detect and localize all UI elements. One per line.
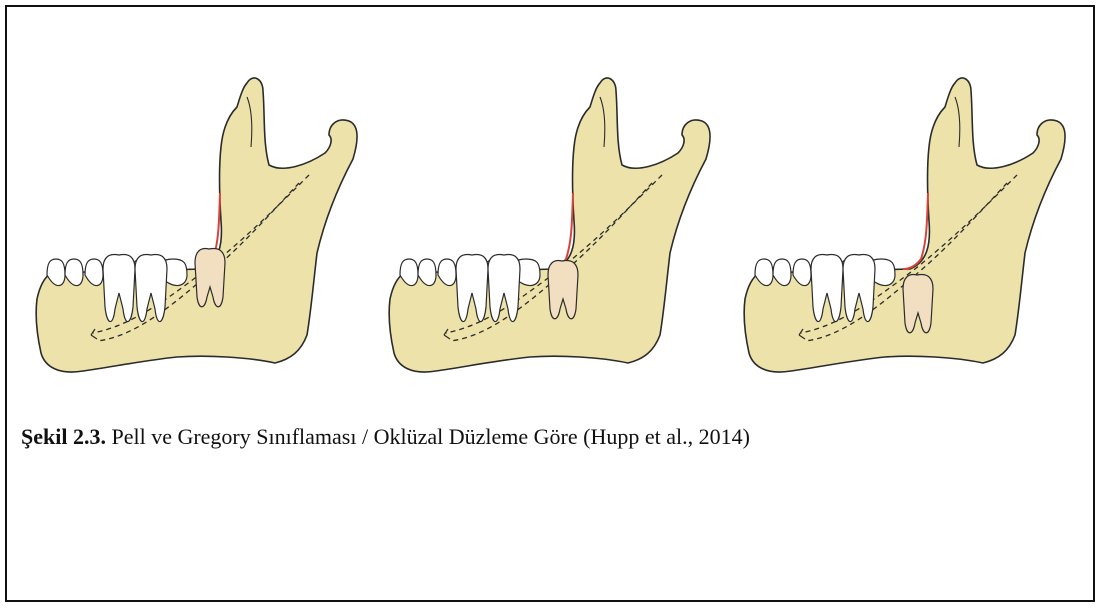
mandible-bone [744,78,1065,372]
figure-illustration [7,7,1093,407]
figure-caption: Şekil 2.3. Pell ve Gregory Sınıflaması /… [21,419,1085,455]
mandible-bone [389,78,710,372]
mandible-panel-b [389,78,710,372]
mandible-bone [36,78,357,372]
mandible-panel-c [744,78,1065,372]
mandible-panel-a [36,78,357,372]
figure-frame: Şekil 2.3. Pell ve Gregory Sınıflaması /… [5,5,1095,602]
caption-label: Şekil 2.3. [21,424,106,449]
caption-text: Pell ve Gregory Sınıflaması / Oklüzal Dü… [106,424,750,449]
